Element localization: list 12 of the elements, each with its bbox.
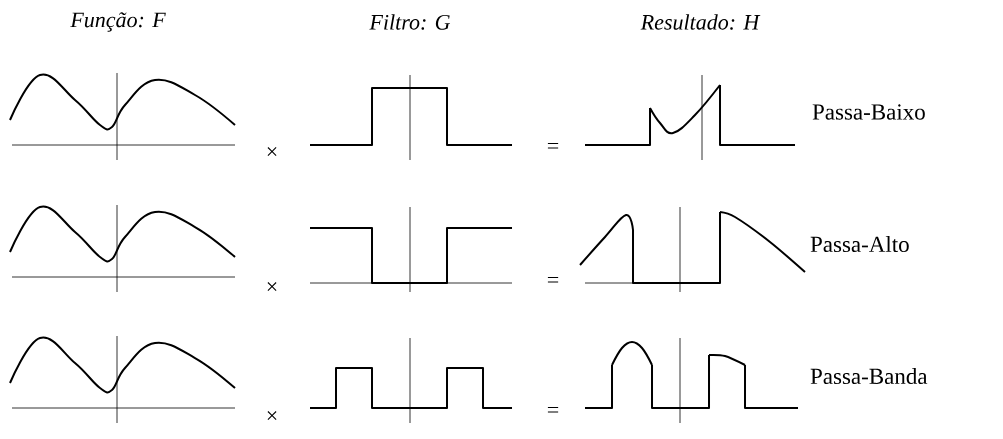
operator: = <box>547 143 559 149</box>
operator: = <box>547 407 559 413</box>
operator: × <box>267 411 277 421</box>
heading: Filtro: G <box>369 14 451 30</box>
operator: × <box>267 147 277 157</box>
filter-type-label: Passa-Banda <box>810 367 928 385</box>
heading: Função: F <box>70 12 166 32</box>
operator: = <box>547 277 559 283</box>
filter-type-label: Passa-Baixo <box>812 104 925 120</box>
operator: × <box>267 282 277 292</box>
heading: Resultado: H <box>640 14 761 30</box>
filter-type-label: Passa-Alto <box>810 235 909 253</box>
